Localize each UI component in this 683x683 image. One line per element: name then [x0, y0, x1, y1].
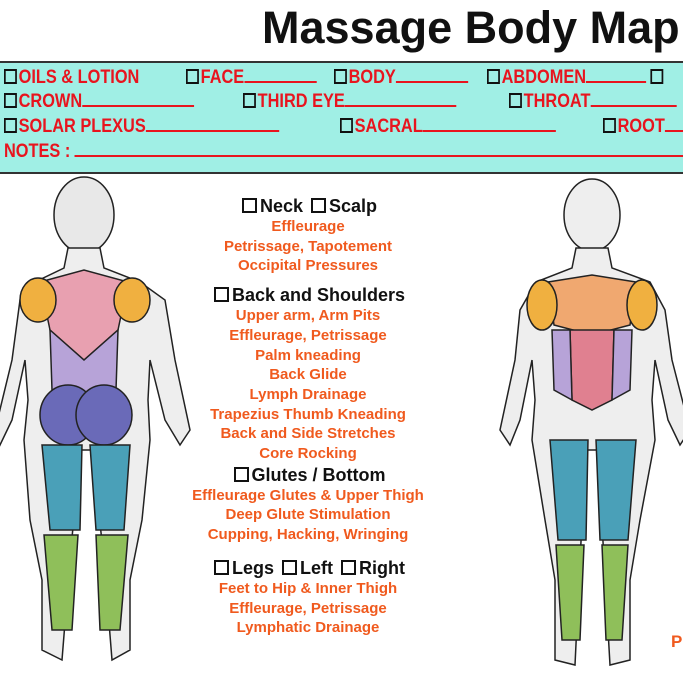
option-label: SACRAL: [354, 116, 423, 137]
option-label: CROWN: [18, 91, 83, 112]
checkbox[interactable]: [4, 69, 17, 84]
fill-line[interactable]: [395, 67, 469, 83]
technique-item: Core Rocking: [259, 445, 357, 463]
heading-label: Scalp: [329, 196, 378, 216]
option-label: BODY: [348, 67, 396, 88]
technique-item: Back Glide: [269, 366, 347, 384]
page-title: Massage Body Map: [262, 2, 680, 53]
heading-label: Legs: [231, 557, 274, 578]
checkbox[interactable]: [487, 69, 500, 84]
option-solar-plexus[interactable]: SOLAR PLEXUS: [4, 116, 280, 138]
notes-label: NOTES :: [4, 141, 71, 162]
checkbox[interactable]: [341, 559, 357, 575]
technique-item: Lymph Drainage: [249, 385, 367, 403]
option-label: SOLAR PLEXUS: [18, 116, 146, 137]
checkbox[interactable]: [340, 118, 353, 133]
option-label: OILS & LOTION: [18, 67, 140, 88]
checkbox[interactable]: [241, 198, 257, 213]
fill-line[interactable]: [422, 116, 557, 132]
heading-label: Right: [359, 557, 406, 578]
technique-item: Trapezius Thumb Kneading: [210, 405, 406, 423]
option-body[interactable]: BODY: [334, 67, 469, 89]
section-heading-neck: Neck Scalp: [170, 195, 446, 217]
section-heading-glutes: Glutes / Bottom: [170, 464, 446, 486]
options-panel: OILS & LOTION FACE BODY ABDOMEN CROWN TH…: [0, 61, 683, 174]
option-abdomen[interactable]: ABDOMEN: [487, 67, 665, 89]
checkbox[interactable]: [650, 69, 664, 84]
fill-line[interactable]: [664, 116, 683, 132]
checkbox[interactable]: [4, 118, 17, 133]
section-heading-legs: Legs Left Right: [170, 557, 446, 579]
checkbox[interactable]: [4, 93, 17, 108]
checkbox[interactable]: [311, 198, 326, 213]
technique-item: Deep Glute Stimulation: [225, 506, 391, 524]
checkbox[interactable]: [213, 559, 229, 575]
option-label: FACE: [200, 67, 245, 88]
technique-item: Occipital Pressures: [237, 257, 379, 275]
fill-line[interactable]: [586, 67, 647, 83]
fill-line[interactable]: [145, 116, 280, 132]
fill-line[interactable]: [344, 91, 457, 107]
option-sacral[interactable]: SACRAL: [340, 116, 557, 138]
back-figure: [0, 176, 191, 662]
technique-item: Effleurage: [271, 218, 345, 235]
checkbox[interactable]: [233, 466, 249, 482]
option-crown[interactable]: CROWN: [4, 91, 194, 113]
option-face[interactable]: FACE: [186, 67, 317, 89]
technique-item: Effleurage, Petrissage: [229, 326, 387, 344]
technique-item: Effleurage, Petrissage: [229, 599, 387, 617]
checkbox[interactable]: [282, 559, 298, 575]
technique-item: Lymphatic Drainage: [236, 619, 380, 637]
technique-item: Cupping, Hacking, Wringing: [207, 526, 409, 544]
option-label: ABDOMEN: [501, 67, 587, 88]
massage-techniques-list: Neck Scalp Effleurage Petrissage, Tapote…: [170, 195, 446, 638]
checkbox[interactable]: [334, 69, 347, 84]
fill-line[interactable]: [82, 91, 194, 107]
section-heading-back: Back and Shoulders: [170, 284, 446, 306]
notes-line[interactable]: [74, 141, 683, 157]
heading-label: Neck: [259, 196, 303, 216]
fill-line[interactable]: [590, 91, 677, 107]
technique-item: Upper arm, Arm Pits: [235, 307, 381, 325]
technique-item: Petrissage, Tapotement: [223, 237, 393, 255]
option-oils[interactable]: OILS & LOTION: [4, 67, 139, 89]
technique-item: Effleurage Glutes & Upper Thigh: [192, 486, 424, 504]
option-label: ROOT: [617, 116, 665, 137]
option-label: THIRD EYE: [257, 91, 345, 112]
option-third-eye[interactable]: THIRD EYE: [243, 91, 457, 113]
option-root[interactable]: ROOT: [603, 116, 683, 138]
technique-item: Feet to Hip & Inner Thigh: [218, 579, 398, 597]
front-figure: [499, 178, 683, 666]
fill-line[interactable]: [244, 67, 317, 83]
heading-label: Back and Shoulders: [231, 285, 406, 306]
corner-text: P: [671, 632, 683, 651]
technique-item: Back and Side Stretches: [220, 425, 396, 443]
notes-field[interactable]: NOTES :: [4, 141, 683, 163]
technique-item: Palm kneading: [255, 346, 361, 364]
checkbox[interactable]: [213, 287, 229, 303]
checkbox[interactable]: [603, 118, 616, 133]
checkbox[interactable]: [186, 69, 199, 84]
heading-label: Left: [300, 557, 334, 578]
option-label: THROAT: [523, 91, 591, 112]
option-throat[interactable]: THROAT: [509, 91, 677, 113]
heading-label: Glutes / Bottom: [251, 464, 386, 485]
checkbox[interactable]: [509, 93, 522, 108]
checkbox[interactable]: [243, 93, 256, 108]
